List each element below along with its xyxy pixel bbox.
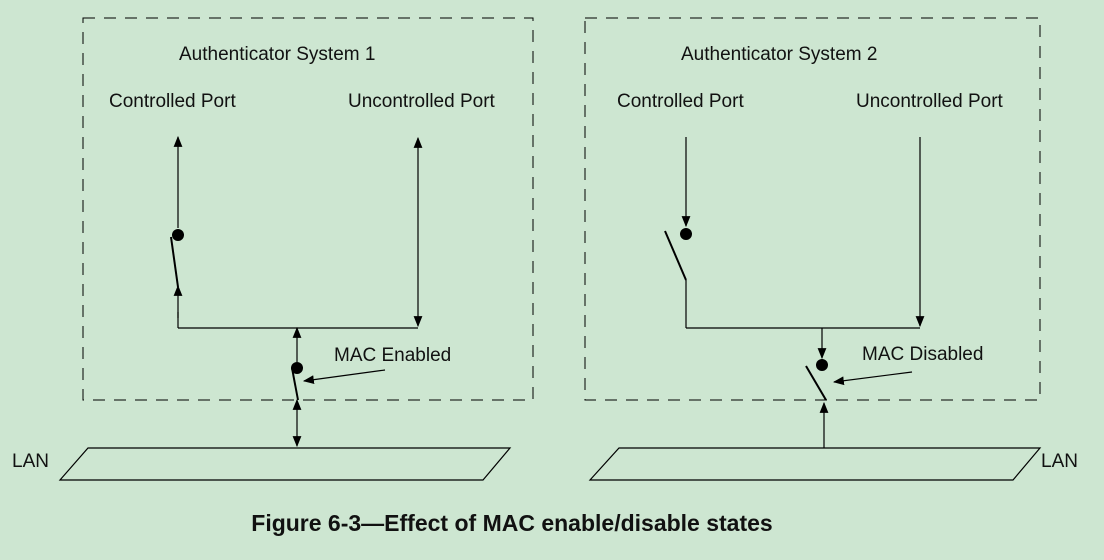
system2-boundary — [584, 17, 1041, 401]
system1-uncontrolled-port-label: Uncontrolled Port — [348, 91, 495, 112]
system2-controlled-port-label: Controlled Port — [617, 91, 744, 112]
figure-caption: Figure 6-3—Effect of MAC enable/disable … — [251, 510, 773, 536]
system2-mac-pointer-arrow — [832, 371, 913, 386]
system1-title: Authenticator System 1 — [179, 44, 376, 65]
system2-uncontrolled-port-label: Uncontrolled Port — [856, 91, 1003, 112]
system1-lan-segment — [58, 447, 512, 481]
system1-mac-switch-pivot — [291, 362, 303, 374]
system1-mac-label: MAC Enabled — [334, 345, 452, 366]
system2-lan-label: LAN — [1041, 451, 1078, 472]
system2-title: Authenticator System 2 — [681, 44, 878, 65]
system1-controlled-switch-blade — [170, 236, 179, 288]
system1-lan-label: LAN — [12, 451, 49, 472]
system2-mac-switch-pivot — [816, 359, 828, 371]
system2-mac-switch-blade — [805, 365, 827, 401]
system2-lan-segment — [588, 447, 1042, 481]
system2-mac-label: MAC Disabled — [862, 344, 984, 365]
system1-mac-switch-blade — [291, 367, 299, 401]
system2-controlled-switch-blade — [664, 230, 687, 281]
system2-controlled-switch-pivot — [680, 228, 692, 240]
system1-boundary — [82, 17, 534, 401]
system1-controlled-switch-pivot — [172, 229, 184, 241]
system1-controlled-port-label: Controlled Port — [109, 91, 236, 112]
system1-mac-pointer-arrow — [302, 369, 386, 385]
